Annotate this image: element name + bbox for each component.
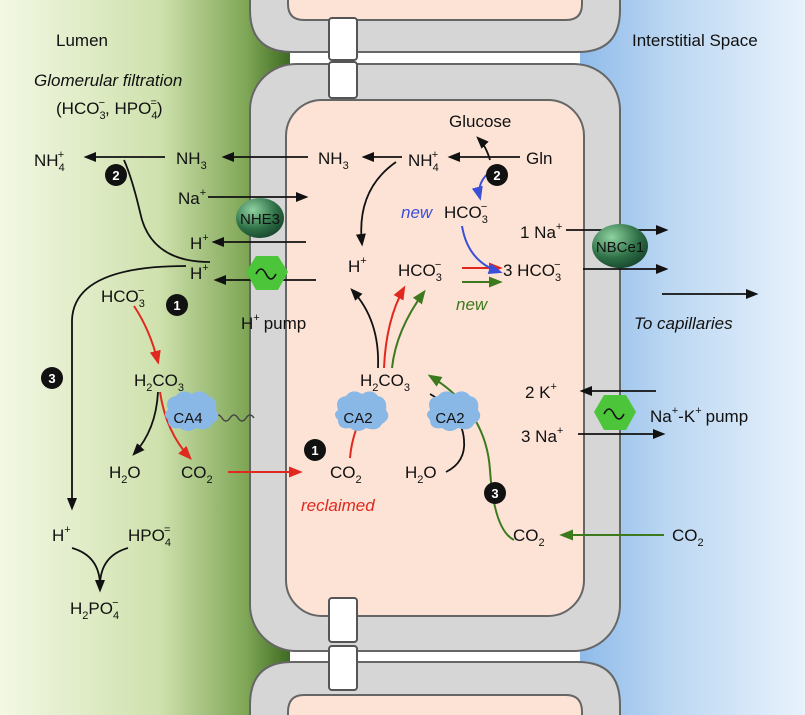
cell-co2-green: CO2 xyxy=(513,526,545,549)
arrow-glucose-branch xyxy=(476,136,491,161)
cell-h: H+ xyxy=(348,255,367,276)
lumen-label: Lumen xyxy=(56,31,108,50)
marker-2-cell: 2 xyxy=(486,164,508,186)
new-label-green: new xyxy=(456,295,489,314)
interstitial-co2: CO2 xyxy=(672,526,704,549)
cell-h2co3: H2CO3 xyxy=(360,371,410,394)
tight-junction-bottom xyxy=(328,597,358,691)
filtration-contents: (HCO3−, HPO4=) xyxy=(56,97,163,122)
lumen-h-nhe3: H+ xyxy=(190,232,209,253)
atp-wave-icon xyxy=(603,408,625,420)
svg-text:1: 1 xyxy=(311,443,318,458)
nbce1-transporter: NBCe1 xyxy=(592,224,648,268)
ca2-enzyme-right: CA2 xyxy=(427,391,481,431)
to-capillaries-label: To capillaries xyxy=(634,314,733,333)
cell-two-k: 2 K+ xyxy=(525,381,557,402)
cell-hco3-new: HCO3− xyxy=(444,201,488,226)
interstitial-label: Interstitial Space xyxy=(632,31,758,50)
cell-gln: Gln xyxy=(526,149,552,168)
filtration-title: Glomerular filtration xyxy=(34,71,182,90)
lumen-h2o: H2O xyxy=(109,463,141,486)
cell-three-na: 3 Na+ xyxy=(521,425,563,446)
lumen-nh3: NH3 xyxy=(176,149,207,172)
cell-glucose: Glucose xyxy=(449,112,511,131)
arrow-h2co3-to-hco3-green xyxy=(391,289,426,369)
ca4-membrane-anchor xyxy=(213,414,255,422)
ca4-enzyme: CA4 xyxy=(165,391,219,431)
cell-one-na: 1 Na+ xyxy=(520,221,562,242)
svg-text:3: 3 xyxy=(491,486,498,501)
svg-text:3: 3 xyxy=(48,371,55,386)
arrow-h2co3-to-co2-lumen xyxy=(159,391,192,461)
cell-h2o: H2O xyxy=(405,463,437,486)
new-label-blue: new xyxy=(401,203,434,222)
nak-pump xyxy=(594,395,636,430)
lumen-h-free: H+ xyxy=(52,524,71,545)
lumen-co2: CO2 xyxy=(181,463,213,486)
ca2-enzyme-left: CA2 xyxy=(335,391,389,431)
arrow-new-hco3-to-3hco3 xyxy=(461,225,503,274)
marker-3-lumen: 3 xyxy=(41,367,63,389)
lumen-h2po4: H2PO4− xyxy=(70,597,119,622)
nhe3-label: NHE3 xyxy=(240,211,280,228)
arrow-nh3-to-h xyxy=(355,161,397,247)
atp-wave-icon xyxy=(255,268,277,280)
lumen-h2co3: H2CO3 xyxy=(134,371,184,394)
arrow-hco3-to-h2co3-lumen xyxy=(133,305,161,365)
arrow-nh4-loop-2 xyxy=(123,159,211,263)
cell-nh4: NH4+ xyxy=(408,149,439,174)
cell-three-hco3: 3 HCO3− xyxy=(503,259,561,284)
lumen-hpo4: HPO4= xyxy=(128,524,171,549)
ca4-label: CA4 xyxy=(173,410,202,427)
h-pump-label: H+pump xyxy=(241,312,306,333)
reclaimed-label: reclaimed xyxy=(301,496,375,515)
marker-2-lumen: 2 xyxy=(105,164,127,186)
nbce1-label: NBCe1 xyxy=(596,239,644,256)
lumen-na: Na+ xyxy=(178,187,206,208)
lower-neighbor-cell xyxy=(249,661,621,715)
tight-junction-top xyxy=(328,17,358,99)
svg-text:2: 2 xyxy=(493,168,500,183)
arrow-h2co3-split-lumen xyxy=(132,391,159,456)
ca2-label-right: CA2 xyxy=(435,410,464,427)
arrow-h-to-hpo4-path xyxy=(66,265,187,511)
ca2-label-left: CA2 xyxy=(343,410,372,427)
cell-co2: CO2 xyxy=(330,463,362,486)
upper-neighbor-cell xyxy=(249,0,621,53)
lumen-region xyxy=(0,0,290,715)
h-pump xyxy=(246,256,288,290)
arrow-h2co3-to-h xyxy=(350,288,379,369)
marker-1-lumen: 1 xyxy=(166,294,188,316)
cell-hco3: HCO3− xyxy=(398,259,442,284)
marker-3-cell: 3 xyxy=(484,482,506,504)
lumen-nh4: NH4+ xyxy=(34,149,65,174)
nhe3-transporter: NHE3 xyxy=(236,198,284,238)
marker-1-cell: 1 xyxy=(304,439,326,461)
nak-pump-label: Na+-K+pump xyxy=(650,405,748,426)
cell-nh3: NH3 xyxy=(318,149,349,172)
svg-text:1: 1 xyxy=(173,298,180,313)
lumen-h-pump: H+ xyxy=(190,262,209,283)
arrow-h2co3-to-hco3-red xyxy=(383,285,406,369)
lumen-hco3: HCO3− xyxy=(101,285,145,310)
svg-text:2: 2 xyxy=(112,168,119,183)
